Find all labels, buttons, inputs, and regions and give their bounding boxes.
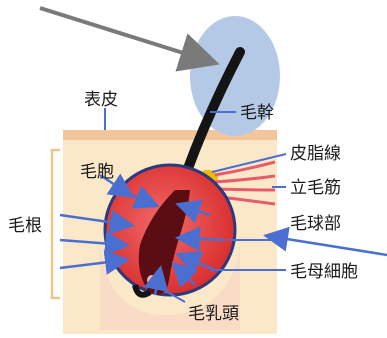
label-sebaceous-gland: 皮脂線 — [290, 144, 341, 164]
label-hair-root: 毛根 — [8, 216, 42, 236]
bulb-pointer-arrow — [268, 236, 387, 255]
papilla-dot — [147, 275, 157, 285]
label-hair-follicle: 毛胞 — [80, 162, 114, 182]
label-dermal-papilla: 毛乳頭 — [188, 304, 239, 324]
label-hair-bulb: 毛球部 — [290, 214, 341, 234]
grey-pointer-arrow — [40, 8, 212, 62]
label-epidermis: 表皮 — [84, 90, 118, 110]
label-hair-shaft: 毛幹 — [240, 103, 274, 123]
hair-root-bracket — [52, 150, 60, 298]
label-arrector-pili: 立毛筋 — [290, 178, 341, 198]
label-matrix-cell: 毛母細胞 — [290, 262, 358, 282]
muscle-fiber-3 — [215, 189, 275, 190]
